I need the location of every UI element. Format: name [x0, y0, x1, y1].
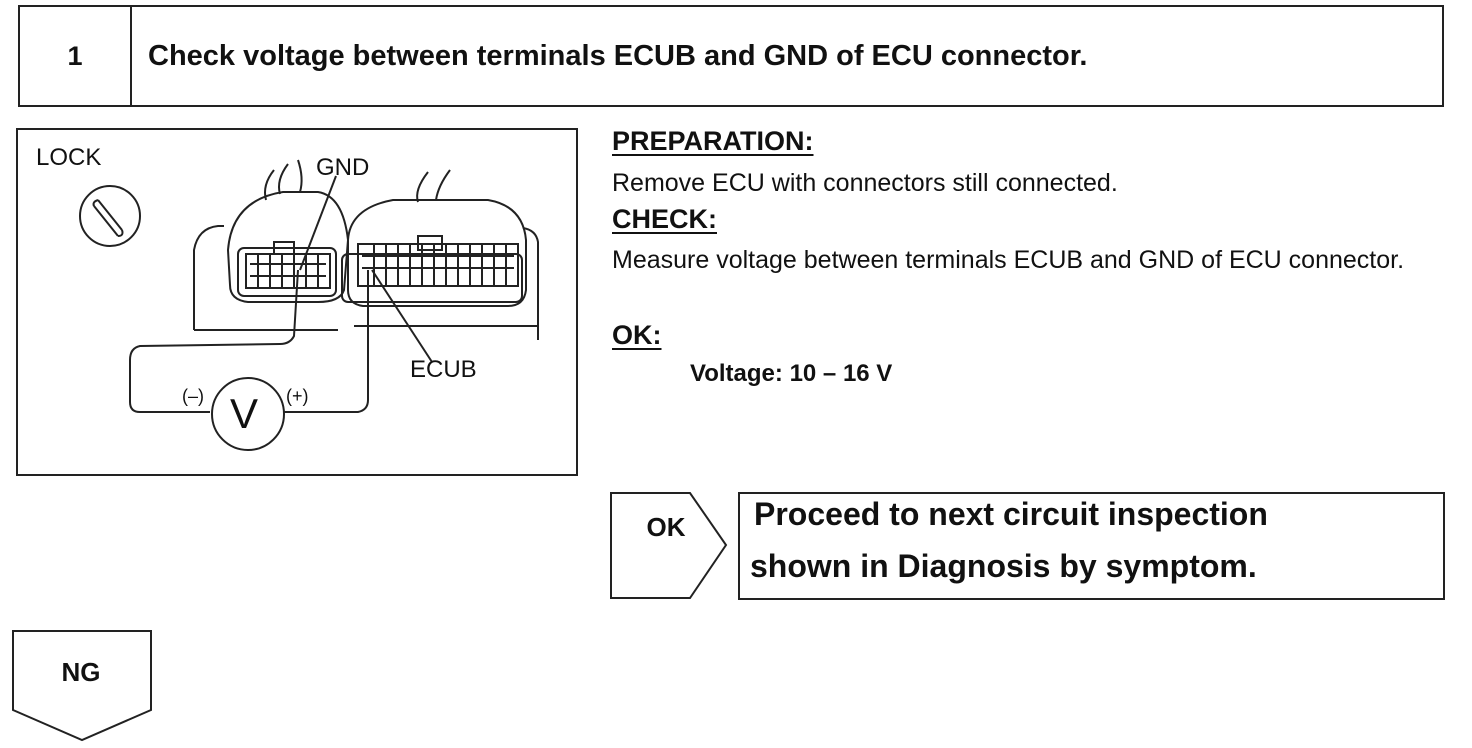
voltmeter-label: V [230, 390, 259, 437]
ok-result-line1: Proceed to next circuit inspection [754, 496, 1268, 532]
ecub-label: ECUB [410, 356, 477, 383]
preparation-heading: PREPARATION: [612, 126, 814, 156]
gnd-label: GND [316, 154, 370, 181]
ok-branch-label: OK [646, 512, 686, 542]
preparation-text: Remove ECU with connectors still connect… [612, 169, 1118, 197]
connector-illustration [79, 159, 539, 451]
ok-heading: OK: [612, 320, 662, 350]
ok-value: Voltage: 10 – 16 V [690, 360, 893, 387]
step-title: Check voltage between terminals ECUB and… [148, 39, 1088, 72]
check-text: Measure voltage between terminals ECUB a… [612, 246, 1405, 274]
ok-arrow-icon [610, 492, 728, 599]
step-number: 1 [20, 7, 132, 105]
ng-branch-label: NG [61, 657, 101, 687]
negative-lead [129, 269, 299, 413]
connector-diagram: LOCK GND ECUB (–) (+) V [16, 128, 578, 476]
plus-terminal-label: (+) [286, 386, 309, 406]
ok-result-line2: shown in Diagnosis by symptom. [750, 548, 1257, 584]
positive-lead [284, 270, 369, 413]
step-header: 1 Check voltage between terminals ECUB a… [18, 5, 1444, 107]
check-heading: CHECK: [612, 204, 717, 234]
ng-arrow-icon [12, 630, 152, 742]
voltmeter-icon [211, 377, 285, 451]
lock-label: LOCK [36, 144, 102, 171]
minus-terminal-label: (–) [182, 386, 204, 406]
ignition-key-icon [79, 185, 141, 247]
ok-result-box: Proceed to next circuit inspection shown… [738, 492, 1445, 600]
